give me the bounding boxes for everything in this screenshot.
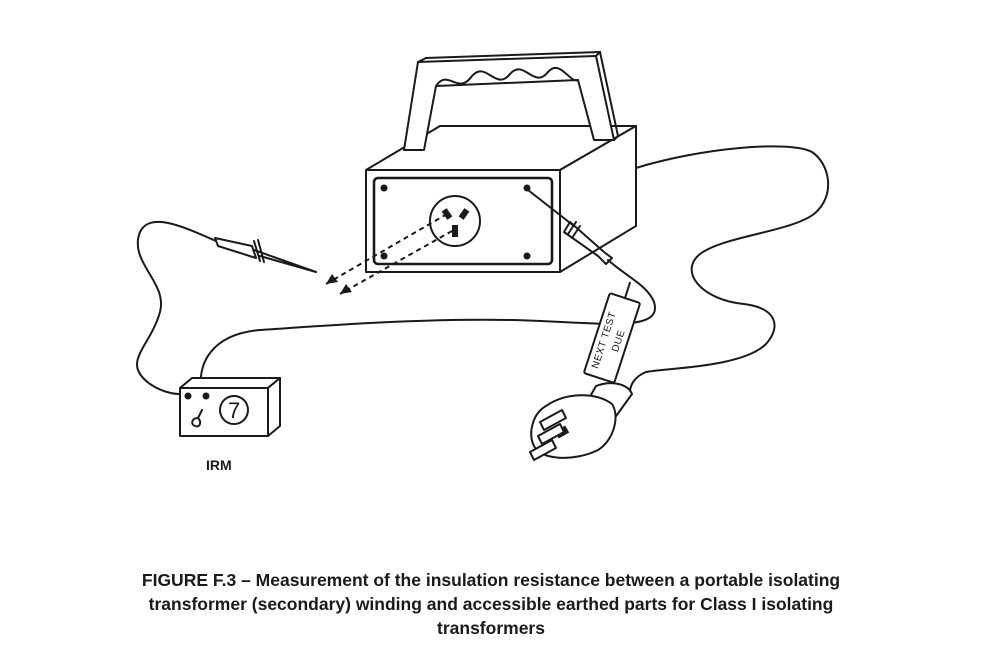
caption-line-2: transformer (secondary) winding and acce…	[148, 594, 834, 614]
meter-dial	[219, 395, 249, 425]
left-test-probe	[214, 237, 317, 273]
mains-plug	[529, 382, 633, 461]
next-test-due-tag: NEXT TEST DUE	[583, 281, 641, 384]
meter-dial-value: 7	[228, 398, 240, 423]
screw-top-left	[380, 184, 388, 192]
right-test-probe	[527, 189, 613, 265]
transformer-front-panel	[372, 176, 554, 266]
insulation-resistance-meter: 7	[179, 377, 281, 437]
measurement-arrows	[325, 213, 453, 295]
screw-bottom-left	[380, 252, 388, 260]
meter-terminal-2	[202, 392, 210, 400]
meter-terminal-1	[184, 392, 192, 400]
left-probe-lead	[136, 220, 217, 396]
figure-caption: FIGURE F.3 – Measurement of the insulati…	[40, 568, 942, 640]
screw-bottom-right	[523, 252, 531, 260]
meter-knob	[191, 409, 203, 428]
diagram-canvas: NEXT TEST DUE 7 IRM	[136, 51, 829, 473]
caption-line-3: transformers	[437, 618, 545, 638]
caption-line-1: FIGURE F.3 – Measurement of the insulati…	[141, 570, 841, 590]
supply-cord	[629, 145, 829, 393]
figure-illustration: NEXT TEST DUE 7 IRM	[136, 51, 829, 473]
right-probe-lead	[199, 259, 656, 393]
transformer-handle	[403, 51, 619, 151]
socket-outlet	[429, 195, 481, 247]
isolating-transformer	[365, 51, 637, 273]
meter-label: IRM	[206, 457, 232, 473]
